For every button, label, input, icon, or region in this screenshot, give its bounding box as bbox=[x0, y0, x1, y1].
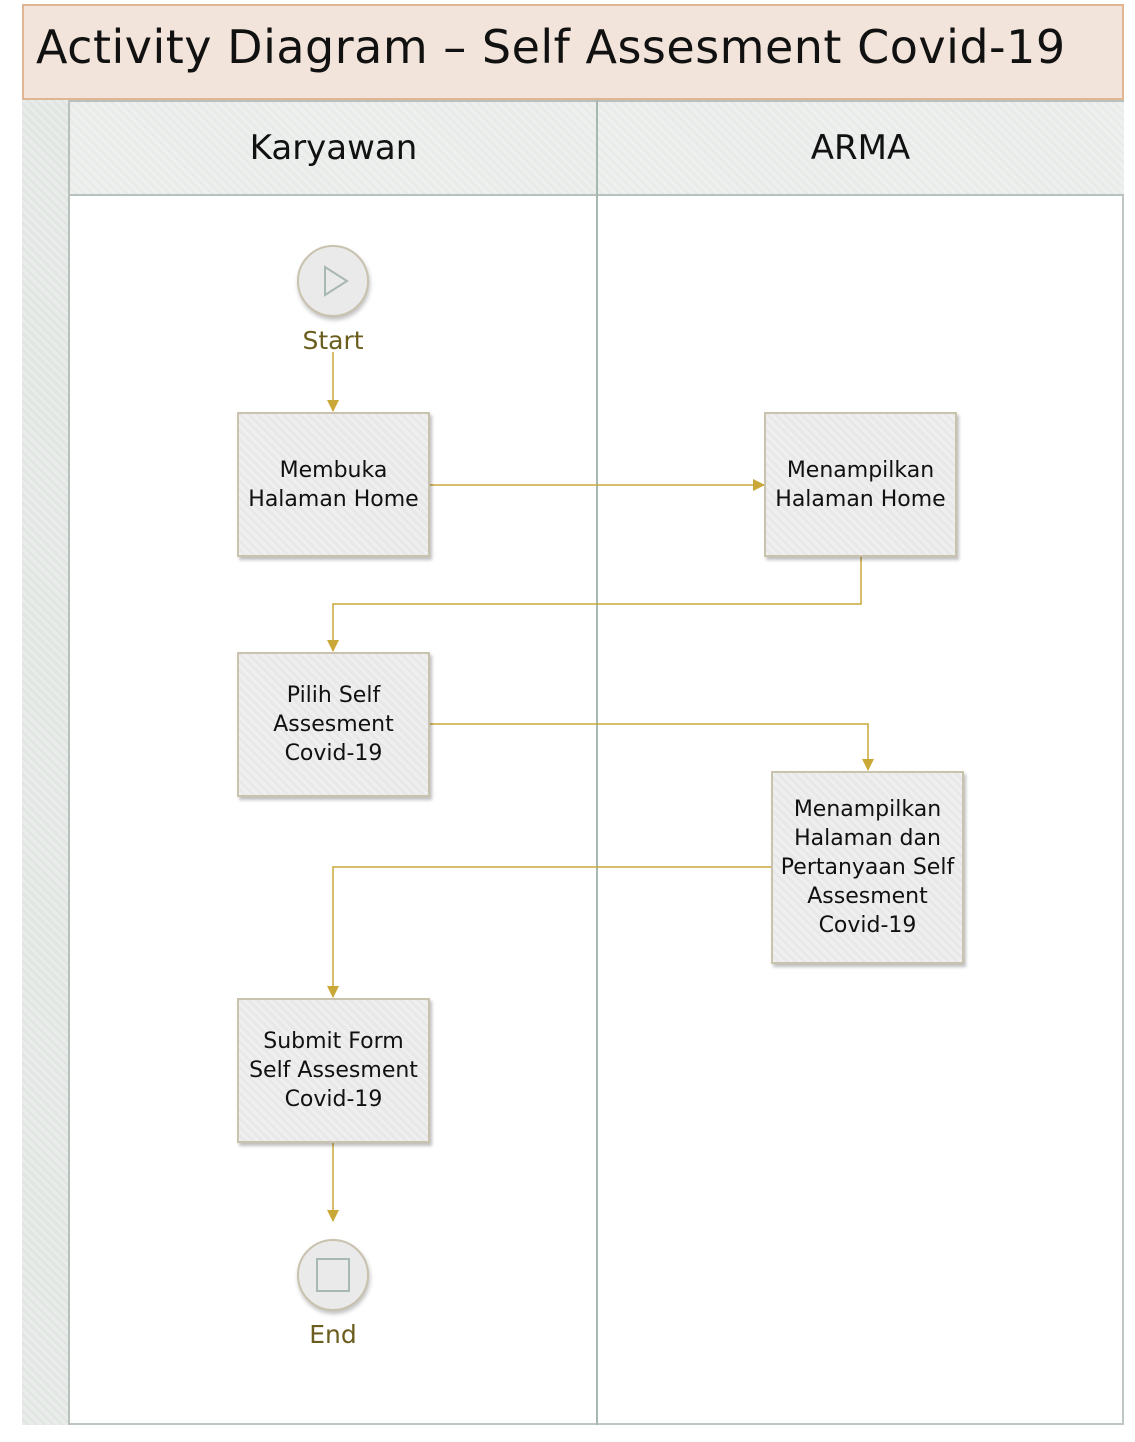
flow-show-home-to-choose bbox=[327, 557, 862, 652]
activity-open-home: Membuka Halaman Home bbox=[237, 412, 430, 557]
activity-submit-form-label: Submit Form Self Assesment Covid-19 bbox=[249, 1029, 418, 1112]
activity-open-home-label: Membuka Halaman Home bbox=[248, 457, 419, 512]
end-event bbox=[297, 1239, 369, 1311]
activity-show-questions: Menampilkan Halaman dan Pertanyaan Self … bbox=[771, 771, 964, 964]
diagram-frame bbox=[22, 4, 1124, 1425]
lane-header-karyawan: Karyawan bbox=[70, 100, 597, 196]
activity-choose-assessment-label: Pilih Self Assesment Covid-19 bbox=[273, 683, 394, 766]
start-event bbox=[297, 245, 369, 317]
activity-show-questions-label: Menampilkan Halaman dan Pertanyaan Self … bbox=[780, 797, 955, 938]
stop-square-icon bbox=[316, 1258, 350, 1292]
start-label: Start bbox=[302, 326, 364, 355]
lane-header-arma: ARMA bbox=[597, 100, 1124, 196]
end-label: End bbox=[309, 1320, 357, 1349]
title-bar: Activity Diagram – Self Assesment Covid-… bbox=[22, 4, 1124, 100]
lane-label-karyawan: Karyawan bbox=[249, 128, 418, 168]
activity-show-home: Menampilkan Halaman Home bbox=[764, 412, 957, 557]
pool-header-strip bbox=[22, 100, 70, 1425]
activity-choose-assessment: Pilih Self Assesment Covid-19 bbox=[237, 652, 430, 797]
flow-show-questions-to-submit bbox=[327, 866, 771, 998]
play-triangle-icon bbox=[324, 265, 349, 297]
diagram-title: Activity Diagram – Self Assesment Covid-… bbox=[36, 20, 1066, 74]
lane-divider bbox=[596, 100, 598, 1425]
activity-submit-form: Submit Form Self Assesment Covid-19 bbox=[237, 998, 430, 1143]
flow-choose-to-show-questions bbox=[430, 723, 874, 771]
activity-show-home-label: Menampilkan Halaman Home bbox=[775, 457, 946, 512]
lane-label-arma: ARMA bbox=[810, 128, 911, 168]
